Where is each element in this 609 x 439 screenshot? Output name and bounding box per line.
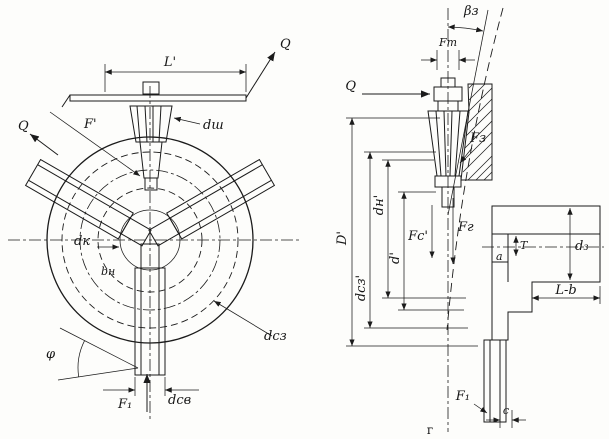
right-view-section: βз Fт Q	[335, 4, 604, 432]
label-q-section: Q	[345, 79, 356, 94]
label-d-s3-prime: dсз'	[354, 275, 369, 301]
label-f-prime: F'	[83, 117, 97, 132]
angle-phi	[57, 327, 139, 381]
label-d-prime: d'	[388, 252, 403, 264]
label-D-prime: D'	[335, 231, 350, 246]
label-d-n: dн'	[372, 195, 387, 215]
label-b-n: bн	[101, 265, 115, 278]
label-d-k: dк	[74, 234, 90, 249]
label-d-sh: dш	[203, 118, 224, 133]
label-f3: Fз	[469, 131, 486, 146]
chuck-face-curve	[446, 7, 504, 331]
dimension-d-s3-prime	[364, 151, 468, 329]
screw-and-lever	[61, 81, 247, 191]
jaw-upper-left	[24, 158, 152, 247]
force-f-prime-arrow	[49, 111, 141, 177]
label-d-s3: dсз	[264, 329, 287, 344]
label-c: c	[503, 404, 509, 417]
label-a: a	[496, 250, 503, 263]
chuck-circles	[46, 136, 254, 344]
leader-d-s3	[213, 300, 273, 337]
label-ft: Fт	[438, 36, 457, 49]
dimension-L	[104, 64, 247, 92]
label-f1-left: F₁	[117, 397, 132, 412]
label-q-top: Q	[280, 37, 291, 52]
label-L-prime: L'	[163, 55, 176, 70]
force-q-top-arrow	[245, 51, 276, 99]
stepped-part	[482, 205, 604, 341]
label-q-left: Q	[18, 119, 29, 134]
label-f1-right: F₁	[455, 389, 470, 404]
label-T: T	[520, 239, 529, 252]
label-phi: φ	[46, 347, 56, 362]
angle-beta3-arc	[447, 24, 484, 33]
dimension-d-sv	[103, 377, 199, 396]
dimension-d-n	[382, 159, 466, 299]
left-view-front: L' Q Q F' dш dк bн φ dсз	[8, 37, 300, 422]
force-q-left-arrow	[29, 133, 59, 156]
dimension-c	[486, 410, 526, 428]
force-f1-right-arrow	[473, 403, 488, 414]
jaw-upper-right	[148, 158, 276, 247]
leader-d-sh	[173, 116, 201, 125]
force-f3-arrow	[459, 147, 473, 164]
label-d3: d₃	[575, 239, 589, 254]
label-beta3: βз	[463, 4, 479, 19]
label-fg: Fг	[457, 220, 474, 235]
screw-cone-section	[427, 77, 469, 208]
dimension-d-prime	[398, 191, 464, 311]
label-d-sv: dсв	[168, 393, 191, 408]
label-Lb: L-b	[554, 283, 576, 298]
dimension-Lb	[531, 286, 601, 304]
figure-caption-letter: г	[427, 423, 433, 437]
dimension-D-prime	[346, 117, 478, 347]
hatched-wall	[460, 83, 493, 181]
dimension-ft	[421, 50, 475, 70]
label-fc: Fс'	[407, 229, 428, 244]
